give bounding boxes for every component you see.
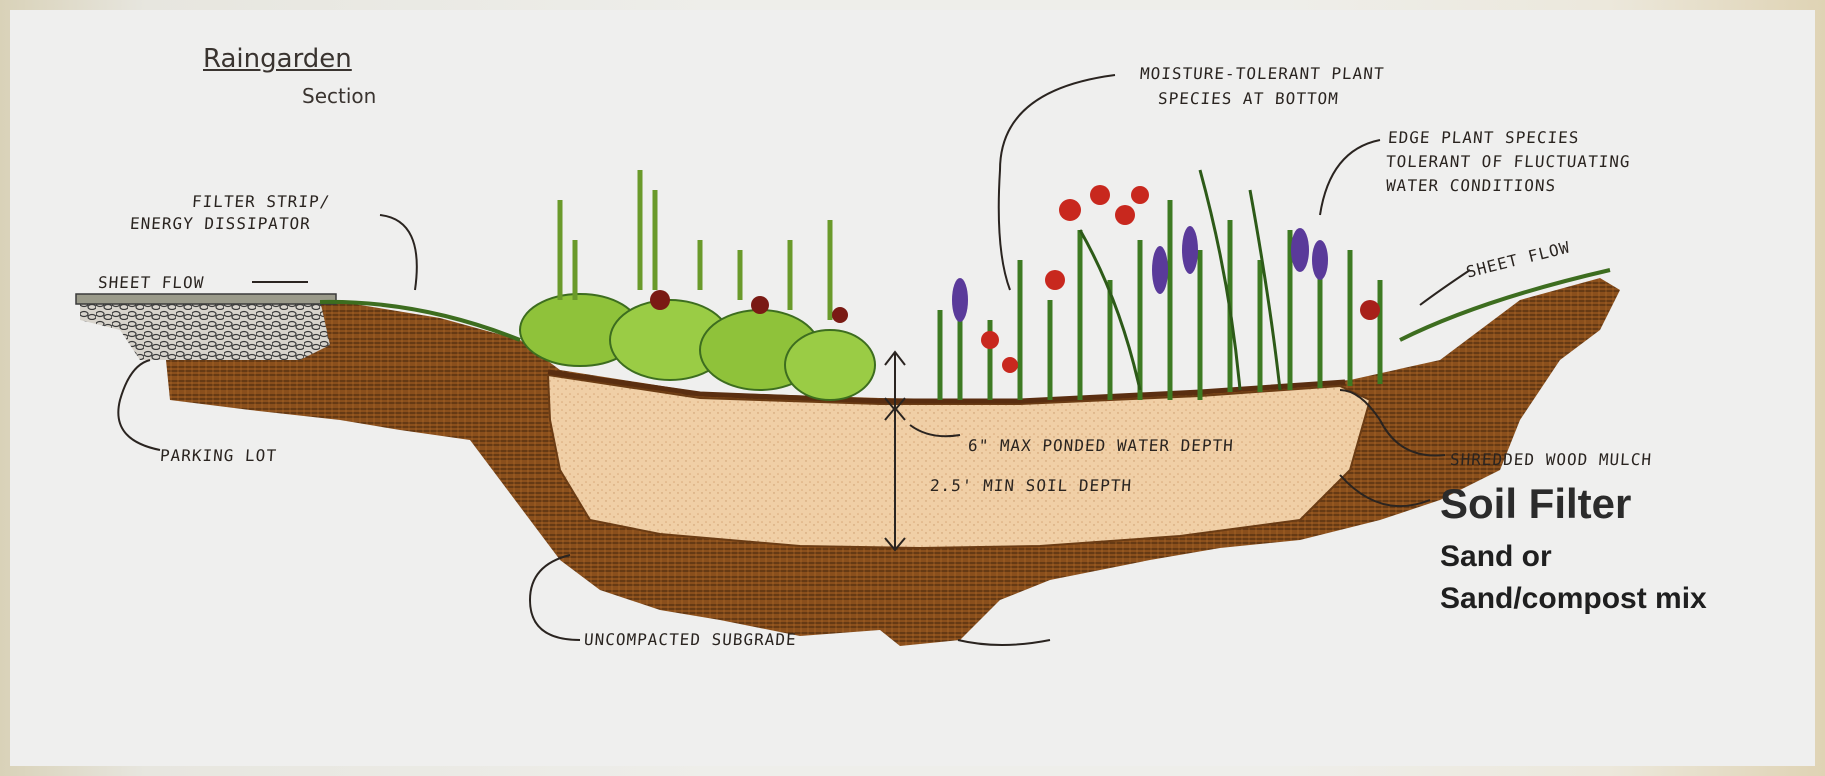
label-edge-3: WATER CONDITIONS — [1385, 176, 1556, 195]
label-edge-1: EDGE PLANT SPECIES — [1387, 128, 1580, 147]
label-subgrade: UNCOMPACTED SUBGRADE — [583, 630, 797, 649]
diagram-subtitle: Section — [302, 84, 376, 108]
moisture-tolerant-plants — [940, 170, 1380, 400]
label-moisture-1: MOISTURE-TOLERANT PLANT — [1139, 64, 1385, 83]
label-filter-strip-2: ENERGY DISSIPATOR — [129, 214, 311, 233]
label-filter-strip-1: FILTER STRIP/ — [191, 192, 331, 211]
soil-filter-line1: Sand or — [1440, 540, 1552, 574]
soil-filter-title: Soil Filter — [1440, 480, 1631, 528]
label-moisture-2: SPECIES AT BOTTOM — [1157, 89, 1339, 108]
label-edge-2: TOLERANT OF FLUCTUATING — [1385, 152, 1631, 171]
label-parking-lot: PARKING LOT — [159, 446, 277, 465]
parking-lot-gravel — [80, 300, 330, 360]
label-ponded-depth: 6" MAX PONDED WATER DEPTH — [967, 436, 1234, 455]
parking-lot-surface — [76, 294, 336, 304]
diagram-title: Raingarden — [203, 44, 352, 74]
label-mulch: SHREDDED WOOD MULCH — [1449, 450, 1652, 469]
label-sheet-flow-left: SHEET FLOW — [97, 273, 205, 292]
soil-filter-line2: Sand/compost mix — [1440, 582, 1707, 616]
edge-plants-left — [520, 170, 875, 400]
label-soil-depth: 2.5' MIN SOIL DEPTH — [929, 476, 1132, 495]
